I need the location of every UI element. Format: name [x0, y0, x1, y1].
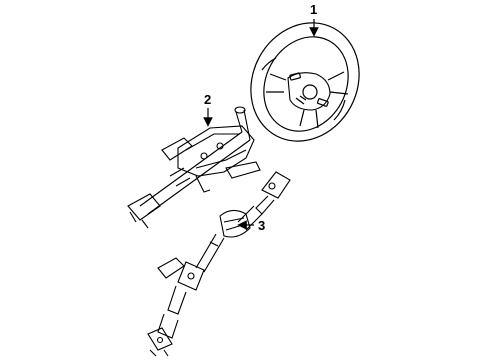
callout-number-1: 1: [310, 2, 318, 17]
steering-wheel: [250, 22, 360, 142]
steering-column: [127, 106, 261, 229]
callout-number-2: 2: [204, 92, 212, 107]
callout-number-3: 3: [258, 218, 266, 233]
intermediate-shaft: [147, 171, 291, 357]
